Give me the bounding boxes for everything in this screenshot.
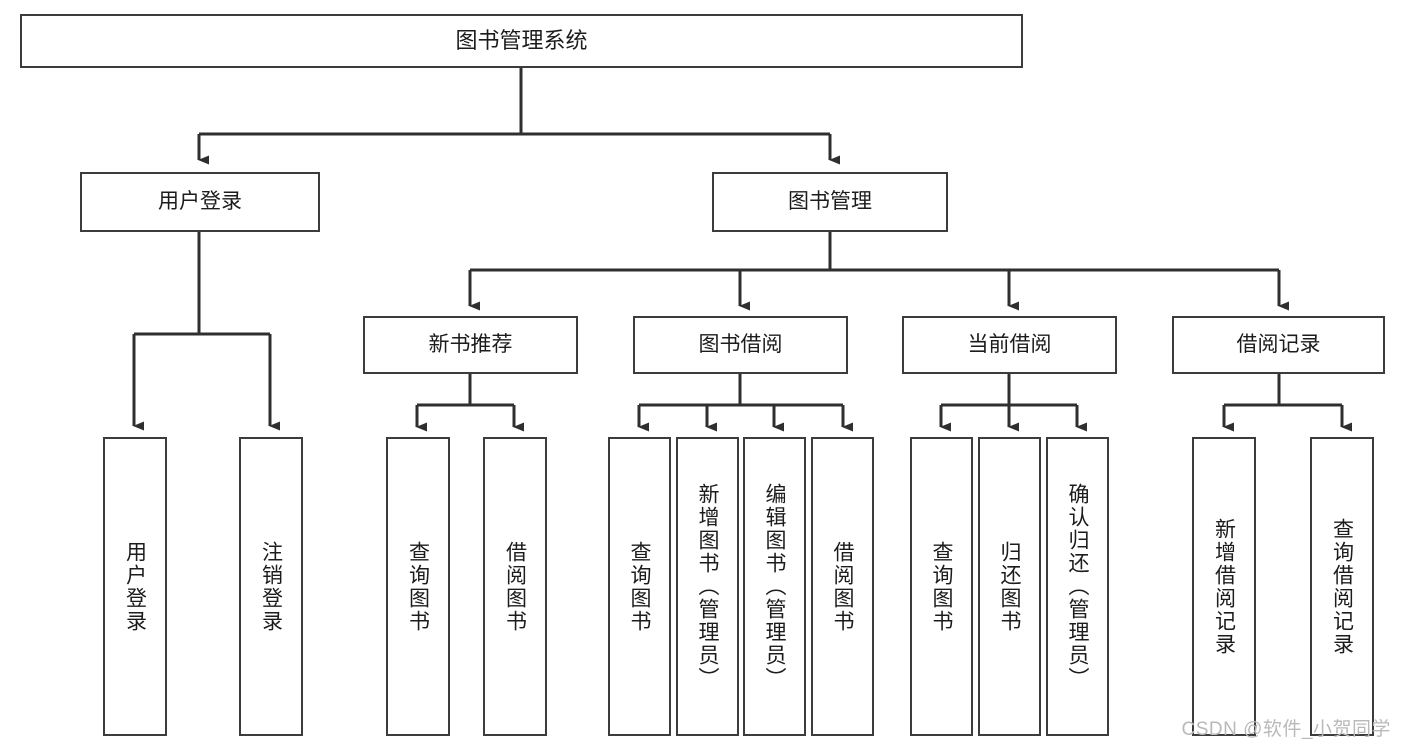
node-label: 当前借阅 — [967, 333, 1052, 357]
leaf-label: 归还图书 — [998, 540, 1021, 633]
leaf-label: 注销登录 — [259, 540, 283, 633]
leaf-label: 借阅图书 — [831, 540, 854, 633]
leaf-label: 确认归还（管理员） — [1066, 483, 1089, 690]
leaf-label: 查询借阅记录 — [1330, 517, 1354, 656]
node-book-management[interactable]: 图书管理 — [712, 172, 948, 232]
node-current-borrow[interactable]: 当前借阅 — [902, 316, 1117, 374]
leaf-current-borrow-return-book[interactable]: 归还图书 — [978, 437, 1041, 736]
node-book-management-system[interactable]: 图书管理系统 — [20, 14, 1023, 68]
leaf-book-borrow-edit-book-admin[interactable]: 编辑图书（管理员） — [743, 437, 806, 736]
leaf-label: 查询图书 — [406, 540, 430, 633]
leaf-current-borrow-confirm-return-admin[interactable]: 确认归还（管理员） — [1046, 437, 1109, 736]
leaf-label: 查询图书 — [930, 540, 953, 633]
leaf-user-login-logout[interactable]: 注销登录 — [239, 437, 303, 736]
node-new-book-recommend[interactable]: 新书推荐 — [363, 316, 578, 374]
leaf-new-book-borrow-book[interactable]: 借阅图书 — [483, 437, 547, 736]
leaf-label: 查询图书 — [628, 540, 651, 633]
leaf-new-book-query-book[interactable]: 查询图书 — [386, 437, 450, 736]
node-label: 图书管理 — [788, 190, 872, 214]
leaf-book-borrow-borrow-book[interactable]: 借阅图书 — [811, 437, 874, 736]
node-label: 图书借阅 — [698, 333, 783, 357]
leaf-user-login-login[interactable]: 用户登录 — [103, 437, 167, 736]
node-book-borrow[interactable]: 图书借阅 — [633, 316, 848, 374]
leaf-current-borrow-query-book[interactable]: 查询图书 — [910, 437, 973, 736]
leaf-label: 借阅图书 — [503, 540, 527, 633]
node-label: 用户登录 — [158, 190, 242, 214]
leaf-label: 新增借阅记录 — [1212, 517, 1236, 656]
leaf-book-borrow-add-book-admin[interactable]: 新增图书（管理员） — [676, 437, 739, 736]
node-label: 借阅记录 — [1236, 333, 1321, 357]
leaf-book-borrow-query-book[interactable]: 查询图书 — [608, 437, 671, 736]
node-label: 新书推荐 — [428, 333, 513, 357]
leaf-borrow-record-query-record[interactable]: 查询借阅记录 — [1310, 437, 1374, 736]
leaf-label: 用户登录 — [123, 540, 147, 633]
node-borrow-record[interactable]: 借阅记录 — [1172, 316, 1385, 374]
leaf-borrow-record-add-record[interactable]: 新增借阅记录 — [1192, 437, 1256, 736]
node-user-login[interactable]: 用户登录 — [80, 172, 320, 232]
leaf-label: 新增图书（管理员） — [696, 483, 719, 690]
leaf-label: 编辑图书（管理员） — [763, 483, 786, 690]
node-label: 图书管理系统 — [455, 27, 588, 53]
